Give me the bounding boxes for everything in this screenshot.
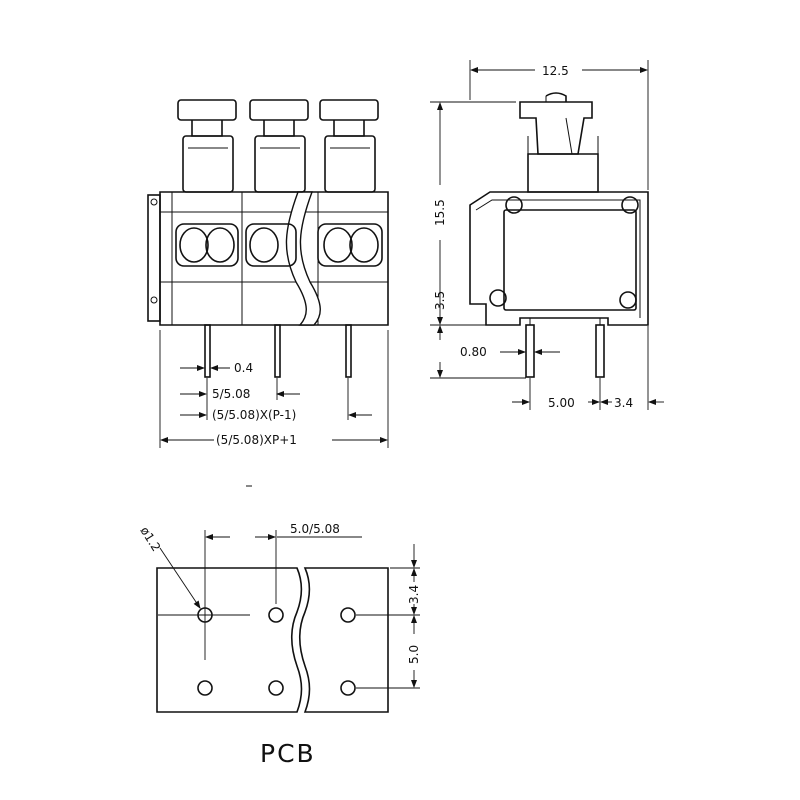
dim-side-width: 12.5 [542,64,569,78]
dim-pcb-edge-offset: 3.4 [407,585,421,604]
side-window [503,209,637,311]
dim-hole-diameter: ø1.2 [137,524,163,554]
pcb-hole [268,680,284,696]
dim-pitch: 5/5.08 [212,387,250,401]
dim-pin-spacing: 5.00 [548,396,575,410]
side-upper-block [527,153,599,193]
front-pins [204,324,352,378]
pcb-outline-left [156,567,303,713]
dim-pin-size: 0.80 [460,345,487,359]
push-button-1 [177,99,237,193]
dim-pin-width: 0.4 [234,361,253,375]
pcb-hole [197,680,213,696]
front-view: 0.4 5/5.08 (5/5.08)X(P-1) (5/5.08)XP+1 [147,99,389,448]
dim-overall-width: (5/5.08)XP+1 [216,433,297,447]
pcb-view: 5.0/5.08 ø1.2 3.4 5.0 PCB [137,522,421,768]
front-break-symbol [285,191,321,326]
dim-pin-length: 3.5 [433,291,447,310]
side-pin-1 [525,324,535,378]
dim-rear-offset: 3.4 [614,396,633,410]
pcb-hole [268,607,284,623]
push-button-2 [249,99,309,193]
pcb-outline-right [298,567,389,713]
dim-pcb-row-spacing: 5.0 [407,645,421,664]
side-view: 12.5 15.5 3.5 0.80 5.00 3.4 [430,60,664,410]
dim-span-pitch: (5/5.08)X(P-1) [212,408,296,422]
wire-entries [175,223,383,267]
side-pin-2 [595,324,605,378]
side-housing [469,191,649,326]
dim-side-height: 15.5 [433,199,447,226]
pcb-hole [340,607,356,623]
push-button-3 [319,99,379,193]
pcb-hole [340,680,356,696]
pcb-title: PCB [260,739,316,768]
side-lever [519,101,593,155]
dim-pcb-pitch: 5.0/5.08 [290,522,340,536]
front-left-flange [147,194,161,322]
